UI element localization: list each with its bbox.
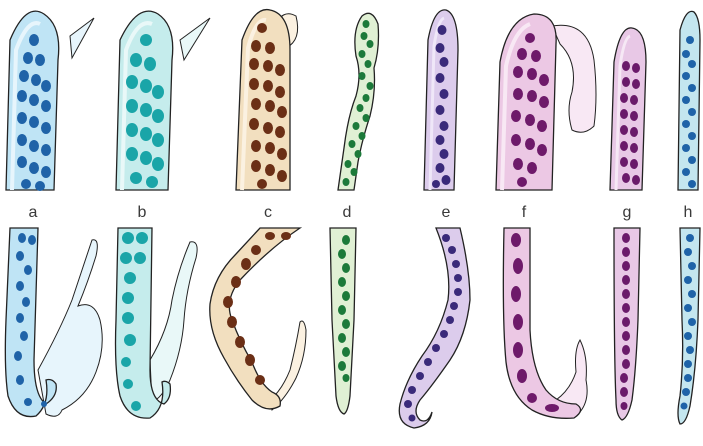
specimen-a-anterior [6,11,94,191]
sheath-a-top [70,18,94,58]
label-f: f [522,204,527,221]
label-c: c [264,204,272,221]
body-d-top [338,13,379,190]
specimen-a-posterior [5,228,102,417]
label-b: b [138,204,147,221]
specimen-h-posterior [678,228,700,424]
sheath-b-top [180,18,210,60]
specimen-g-anterior [610,28,646,190]
label-e: e [442,204,451,221]
label-h: h [684,204,693,221]
specimen-d-anterior [338,13,379,190]
body-e-bottom [399,228,470,428]
specimen-labels: a b c d e f g h [29,204,693,221]
specimen-f-posterior [503,228,587,418]
specimen-e-posterior [399,228,470,428]
specimen-b-posterior [116,228,198,418]
specimen-c-posterior [210,228,306,410]
specimen-c-anterior [236,10,298,190]
specimen-b-anterior [116,11,210,190]
label-d: d [343,204,352,221]
label-g: g [623,204,632,221]
specimen-g-posterior [614,228,640,420]
specimen-h-anterior [678,11,700,190]
specimen-d-posterior [330,228,356,414]
specimen-f-anterior [496,14,596,190]
sheath-f-top [552,25,596,132]
label-a: a [29,204,38,221]
body-a-bottom [5,228,56,417]
sheath-b-bottom [150,242,197,402]
body-e-top [424,10,458,190]
specimen-e-anterior [424,10,458,190]
